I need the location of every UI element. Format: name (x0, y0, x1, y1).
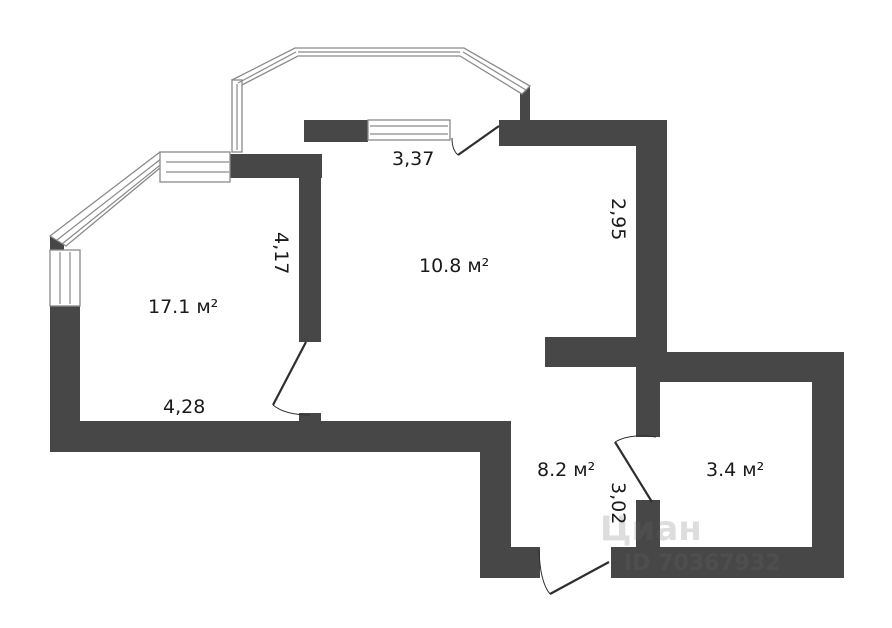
door-arc-2 (451, 137, 459, 156)
window-room-10-8 (367, 119, 451, 141)
wall-right-10-8 (636, 120, 667, 365)
wall-top-10-8-left (304, 120, 368, 142)
watermark-brand: Циан (600, 509, 702, 549)
dimension-4-17: 4,17 (270, 232, 292, 274)
wall-bath-top (636, 352, 844, 382)
room-label-10-8: 10.8 м² (419, 255, 489, 277)
dimension-3-37: 3,37 (392, 148, 434, 170)
dimension-4-28: 4,28 (163, 396, 205, 418)
door-leaf-2 (457, 125, 500, 156)
door-leaf-4 (549, 561, 610, 595)
door-arc-3 (614, 435, 657, 443)
room-label-8-2: 8.2 м² (537, 459, 595, 481)
wall-bath-left-bottom (636, 500, 660, 560)
wall-bath-left-top (636, 352, 660, 437)
window-room-17-1-left (49, 249, 81, 307)
watermark: Циан ID 70367932 (600, 509, 781, 576)
dimension-3-02: 3,02 (607, 482, 629, 524)
door-arc-1 (272, 404, 311, 416)
wall-door-jamb-1 (299, 413, 321, 425)
door-arc-4 (538, 549, 551, 595)
walls (50, 86, 844, 578)
window-room-17-1-top (159, 151, 231, 183)
wall-bay-right (520, 86, 530, 122)
dimension-2-95: 2,95 (607, 198, 629, 240)
wall-corridor-bottom (480, 547, 540, 578)
wall-partition-1 (299, 154, 321, 342)
door-leaf-1 (272, 341, 307, 406)
window-bay-top (230, 47, 532, 95)
door-leaf-3 (614, 441, 653, 503)
watermark-id: ID 70367932 (624, 551, 781, 576)
room-label-17-1: 17.1 м² (148, 296, 218, 318)
wall-bath-right (812, 352, 844, 578)
room-label-3-4: 3.4 м² (706, 459, 764, 481)
wall-bottom-left (50, 421, 510, 452)
windows (48, 47, 532, 307)
doors (272, 125, 657, 595)
